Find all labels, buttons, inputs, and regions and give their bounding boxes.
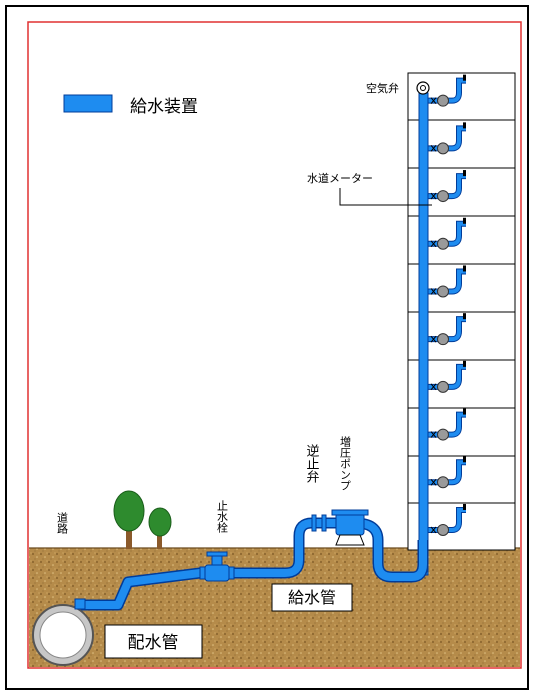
water-meter-callout-line [339, 188, 432, 206]
floor-fixture [428, 74, 466, 107]
water-meter-icon [437, 333, 449, 346]
floor-fixture [428, 217, 466, 250]
water-meter-icon [437, 380, 449, 393]
floor-fixture [428, 122, 466, 155]
floor-fixture [428, 313, 466, 346]
booster-pump-label: 増圧ポンプ [339, 436, 352, 491]
distribution-main-label: 配水管 [128, 633, 179, 653]
water-meter-icon [437, 476, 449, 489]
check-valve-label: 逆止弁 [304, 443, 320, 483]
service-pipe-label: 給水管 [288, 588, 336, 607]
water-meter-icon [437, 190, 449, 203]
outer-frame [5, 5, 529, 690]
floor-fixture [428, 360, 466, 393]
air-valve-label: 空気弁 [366, 81, 399, 95]
water-meter-icon [437, 285, 449, 298]
floor-fixture [428, 170, 466, 203]
floor-fixture [428, 456, 466, 489]
water-meter-icon [437, 142, 449, 155]
stop-cock-label: 止水栓 [216, 500, 229, 534]
riser-pipe [418, 92, 429, 576]
air-valve-icon [416, 81, 430, 95]
floor-fixtures [428, 74, 466, 536]
floor-fixture [428, 503, 466, 536]
tree-small [148, 507, 172, 549]
stop-cock-icon [199, 551, 235, 582]
booster-pump-icon [331, 509, 369, 546]
water-meter-icon [437, 237, 449, 250]
floor-fixture [428, 265, 466, 298]
water-meter-icon [437, 94, 449, 107]
check-valve-icon [311, 514, 327, 532]
legend-swatch [63, 94, 113, 113]
water-meter-icon [437, 523, 449, 536]
service-pipe-label-box [271, 583, 353, 612]
floor-fixture [428, 408, 466, 441]
water-meter-label: 水道メーター [307, 171, 373, 185]
distribution-main-label-box [104, 624, 203, 659]
red-border [27, 21, 522, 669]
water-meter-icon [437, 428, 449, 441]
tap-connection [74, 598, 86, 610]
legend-label: 給水装置 [130, 97, 198, 117]
road-label: 道路 [56, 511, 69, 535]
tree-large [113, 490, 145, 549]
